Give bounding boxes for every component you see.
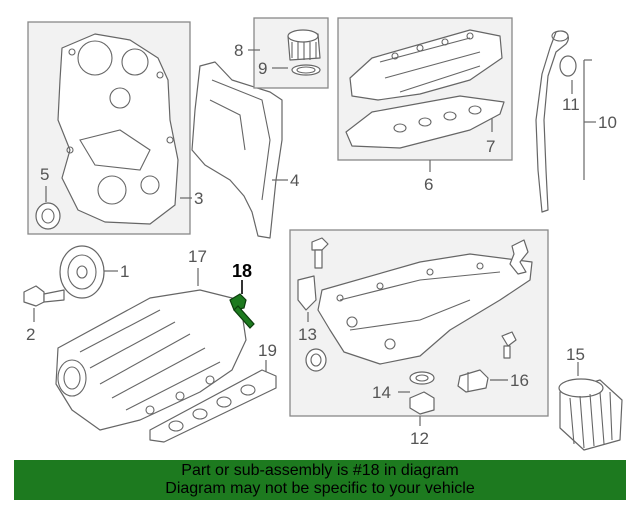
intake-manifold-gasket bbox=[149, 369, 277, 443]
banner-line-1: Part or sub-assembly is #18 in diagram bbox=[181, 462, 459, 479]
callout-11[interactable]: 11 bbox=[562, 95, 580, 114]
oil-pan bbox=[317, 253, 533, 365]
callout-16[interactable]: 16 bbox=[510, 371, 529, 390]
timing-cover-seal bbox=[35, 202, 61, 230]
callout-7[interactable]: 7 bbox=[486, 137, 495, 156]
callout-9[interactable]: 9 bbox=[258, 59, 267, 78]
callout-4[interactable]: 4 bbox=[290, 171, 299, 190]
pan-stud bbox=[501, 331, 517, 359]
callout-19[interactable]: 19 bbox=[258, 341, 277, 360]
oil-filter bbox=[558, 378, 623, 451]
callout-1[interactable]: 1 bbox=[120, 262, 129, 281]
crankshaft-pulley bbox=[59, 245, 105, 299]
dipstick-tube bbox=[535, 30, 569, 213]
callout-18[interactable]: 18 bbox=[232, 261, 252, 281]
bolt-18[interactable] bbox=[229, 293, 255, 329]
callout-8[interactable]: 8 bbox=[234, 41, 243, 60]
oil-level-sensor bbox=[509, 239, 529, 275]
valve-cover-gasket bbox=[345, 95, 505, 149]
pan-seal bbox=[305, 348, 327, 372]
callout-2[interactable]: 2 bbox=[26, 325, 35, 344]
callout-13[interactable]: 13 bbox=[298, 325, 317, 344]
oil-filler-cap bbox=[287, 29, 321, 61]
valve-cover bbox=[349, 29, 503, 101]
oil-pressure-sensor bbox=[457, 369, 489, 393]
callout-14[interactable]: 14 bbox=[372, 383, 391, 402]
callout-6[interactable]: 6 bbox=[424, 175, 433, 194]
timing-cover bbox=[57, 33, 179, 225]
oil-drain-plug bbox=[409, 391, 435, 415]
callout-17[interactable]: 17 bbox=[188, 247, 207, 266]
parts-diagram: 5 3 4 8 9 7 6 11 bbox=[23, 17, 623, 451]
pulley-bolt bbox=[23, 285, 65, 307]
banner-line-2: Diagram may not be specific to your vehi… bbox=[165, 480, 475, 497]
callout-10[interactable]: 10 bbox=[598, 113, 617, 132]
drain-bolt-seal bbox=[409, 371, 435, 385]
timing-cover-gasket bbox=[191, 61, 283, 239]
pan-insert bbox=[297, 275, 317, 311]
info-banner: Part or sub-assembly is #18 in diagram D… bbox=[14, 460, 626, 500]
callout-3[interactable]: 3 bbox=[194, 189, 203, 208]
dipstick-seal bbox=[559, 55, 577, 77]
oil-cap-seal bbox=[291, 64, 321, 76]
callout-5[interactable]: 5 bbox=[40, 165, 49, 184]
callout-15[interactable]: 15 bbox=[566, 345, 585, 364]
callout-12[interactable]: 12 bbox=[410, 429, 429, 448]
oil-pan-bolt bbox=[311, 237, 329, 269]
intake-manifold bbox=[55, 289, 247, 431]
